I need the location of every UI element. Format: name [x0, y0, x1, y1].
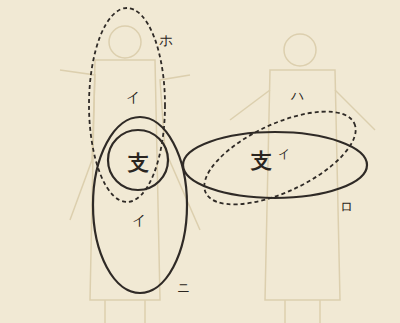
dashed-ellipse: [89, 8, 165, 202]
callout-letter: イ: [126, 90, 140, 104]
callout-letter: ホ: [159, 33, 173, 47]
faded-figures: [60, 26, 375, 323]
center-character: 支: [128, 152, 149, 173]
solid-ellipse: [93, 117, 187, 293]
center-character: 支: [251, 150, 272, 171]
callout-letter: ロ: [340, 200, 353, 213]
callout-letter: イ: [132, 213, 146, 227]
solid-ellipse: [183, 132, 367, 198]
callout-letter: ニ: [177, 281, 190, 294]
dashed-ellipse: [191, 93, 368, 224]
callout-letter: ハ: [291, 89, 304, 102]
callout-letter: イ: [278, 148, 290, 160]
solid-circle: [108, 130, 168, 190]
ellipses: [89, 8, 369, 293]
